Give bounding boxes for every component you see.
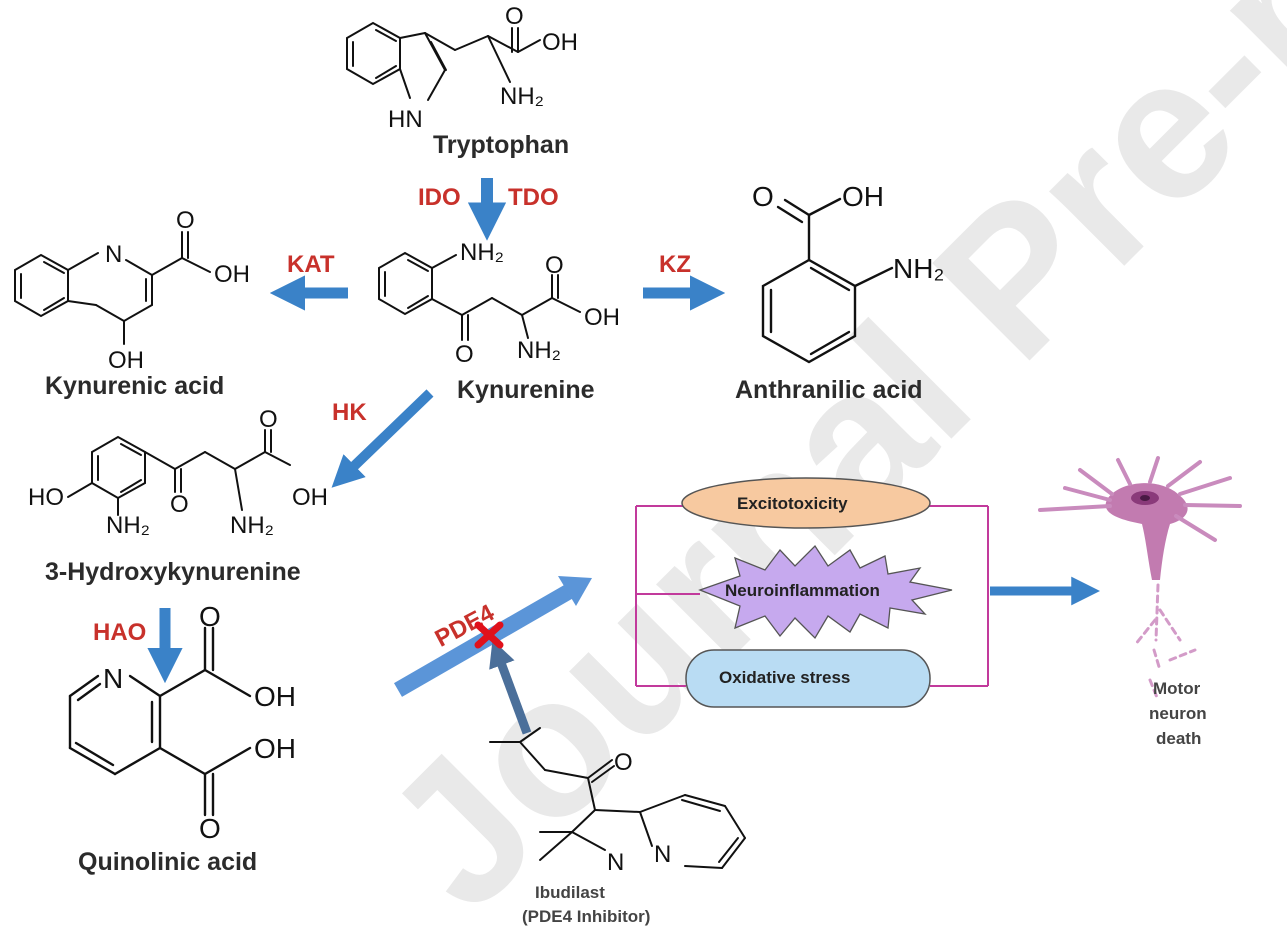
quin-oh-bottom-label: OH [254, 733, 296, 764]
hydroxykynurenine-structure: HO NH₂ O NH₂ O OH [28, 406, 328, 539]
kz-label: KZ [659, 251, 691, 278]
kyn-oh-label: OH [584, 304, 620, 331]
kat-arrow: KAT [269, 251, 348, 311]
ibu-n2-label: N [654, 841, 671, 868]
hao-arrow: HAO [93, 608, 183, 684]
kyna-oh-bottom-label: OH [108, 347, 144, 374]
anthranilic-acid-label: Anthranilic acid [735, 376, 923, 404]
hk-o-keto-label: O [170, 491, 189, 518]
kyna-o-label: O [176, 207, 195, 234]
ibu-o-label: O [614, 749, 633, 776]
oxidative-stress-label: Oxidative stress [719, 668, 850, 687]
kynurenic-acid-structure: N O OH OH [14, 207, 250, 374]
quin-o-top-label: O [199, 601, 221, 632]
outcome-line1: Motor [1153, 679, 1201, 698]
kynurenic-acid-label: Kynurenic acid [45, 372, 224, 400]
ido-tdo-arrow: IDO TDO [418, 178, 559, 241]
hk-nh2-right-label: NH₂ [230, 512, 274, 539]
quinolinic-acid-label: Quinolinic acid [78, 848, 257, 876]
outcome-line3: death [1156, 729, 1201, 748]
quin-n-label: N [103, 663, 123, 694]
kyna-n-label: N [105, 241, 122, 268]
excitotoxicity-node: Excitotoxicity [681, 477, 931, 529]
quinolinic-acid-structure: N O OH OH O [68, 601, 296, 844]
ibu-n1-label: N [607, 849, 624, 876]
hk-oh-label: OH [292, 484, 328, 511]
hydroxykynurenine-label: 3-Hydroxykynurenine [45, 558, 301, 586]
ibudilast-structure: O N N [489, 727, 746, 876]
anth-oh-label: OH [842, 181, 884, 212]
hk-nh2-left-label: NH₂ [106, 512, 150, 539]
oxidative-stress-node: Oxidative stress [685, 649, 931, 708]
tdo-label: TDO [508, 184, 559, 211]
trp-oh-label: OH [542, 29, 578, 56]
ibudilast-subtitle: (PDE4 Inhibitor) [522, 907, 650, 926]
outcome-line2: neuron [1149, 704, 1207, 723]
anth-o-label: O [752, 181, 774, 212]
kyn-nh2-top-label: NH₂ [460, 239, 504, 266]
tryptophan-structure: HN O OH NH₂ [346, 3, 578, 133]
kyna-oh-label: OH [214, 261, 250, 288]
kyn-nh2-label: NH₂ [517, 337, 561, 364]
hk-o-label: O [259, 406, 278, 433]
inhibition-cross-icon [474, 621, 504, 649]
kynurenine-label: Kynurenine [457, 376, 595, 404]
kat-label: KAT [287, 251, 335, 278]
neuroinflammation-node: Neuroinflammation [698, 544, 953, 640]
anthranilic-acid-structure: O OH NH₂ [752, 181, 944, 364]
hao-label: HAO [93, 619, 146, 646]
kynurenine-structure: NH₂ O OH O NH₂ [378, 239, 620, 368]
ibudilast-inhibit-arrow [489, 639, 532, 735]
effects-bracket [635, 505, 989, 687]
tryptophan-label: Tryptophan [433, 131, 569, 159]
kz-arrow: KZ [643, 251, 726, 311]
hk-ho-label: HO [28, 484, 64, 511]
trp-o-label: O [505, 3, 524, 30]
hk-label: HK [332, 399, 367, 426]
ido-label: IDO [418, 184, 461, 211]
kyn-o-label: O [545, 252, 564, 279]
excitotoxicity-label: Excitotoxicity [737, 494, 848, 513]
hk-arrow: HK [331, 389, 434, 488]
trp-hn-label: HN [388, 106, 423, 133]
kyn-o-keto-label: O [455, 341, 474, 368]
neuron-icon [1038, 456, 1242, 702]
anth-nh2-label: NH₂ [893, 253, 944, 284]
trp-nh2-label: NH₂ [500, 83, 544, 110]
quin-oh-top-label: OH [254, 681, 296, 712]
quin-o-bottom-label: O [199, 813, 221, 844]
neuroinflammation-label: Neuroinflammation [725, 581, 880, 600]
ibudilast-name: Ibudilast [535, 883, 605, 902]
